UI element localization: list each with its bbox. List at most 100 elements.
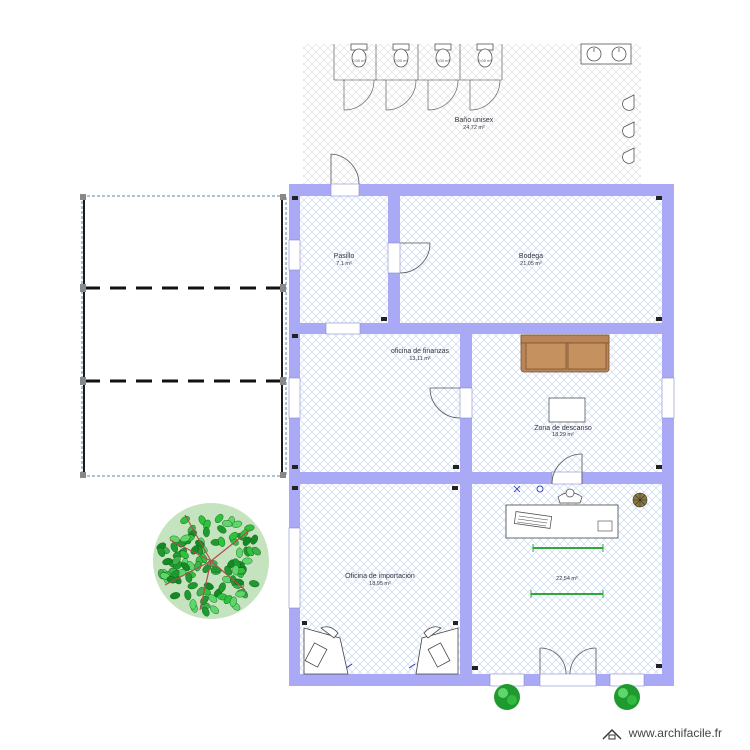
workstation-markers [302, 621, 458, 625]
room-label: Zona de descanso [534, 425, 592, 432]
tree-leaf [169, 592, 181, 600]
tree-leaf [235, 590, 246, 598]
door-opening [551, 471, 583, 485]
tree-leaf [242, 536, 252, 546]
tree-leaf [210, 605, 219, 615]
floor-bodega [400, 196, 662, 323]
tree-leaf [162, 558, 173, 566]
tree-leaf [187, 582, 198, 590]
room-area: 22,54 m² [556, 576, 578, 582]
room-label: Oficina de importación [345, 573, 415, 580]
room-oficina-importacion[interactable]: Oficina de importación 18,95 m² [345, 573, 415, 587]
switch-icon [345, 485, 544, 669]
watermark-text: www.archifacile.fr [628, 726, 722, 740]
coffee-table-icon [548, 397, 586, 423]
window [288, 377, 301, 419]
tree-leaf [242, 557, 253, 565]
plant-icon [632, 492, 648, 508]
barrier-icon [530, 544, 604, 598]
archifacile-watermark: www.archifacile.fr [602, 726, 722, 740]
tree-leaf [201, 606, 210, 617]
tree-leaf [224, 565, 233, 576]
tree-leaf [202, 526, 210, 538]
toilet-label: 0,00 m² [352, 58, 366, 63]
door-swings [330, 153, 597, 675]
door-opening [539, 673, 597, 687]
floor-finanzas [300, 334, 460, 472]
tree-leaf [166, 576, 177, 584]
room-area: 18,95 m² [369, 581, 391, 587]
tree-leaf [217, 525, 227, 534]
wall-right [662, 184, 674, 686]
chair-icon [557, 488, 583, 504]
workstation-icon [303, 626, 459, 675]
stall-doors [343, 79, 501, 111]
tree-leaf [249, 580, 260, 588]
wall-row1 [300, 323, 662, 334]
wall-center [460, 334, 472, 674]
room-oficina-finanzas[interactable]: oficina de finanzas 13,11 m² [391, 348, 449, 362]
window [288, 527, 301, 609]
room-oficina[interactable]: 22,54 m² [556, 576, 578, 582]
tree-leaf [250, 534, 258, 545]
room-area: 18,29 m² [552, 432, 574, 438]
room-label: Baño unisex [455, 117, 494, 124]
room-bano-unisex[interactable]: Baño unisex 24,72 m² 0,00 m² 0,00 m² 0,0… [303, 43, 641, 190]
openings [288, 183, 675, 687]
floors [300, 196, 662, 674]
room-area: 13,11 m² [409, 356, 430, 362]
room-pasillo[interactable]: Pasillo 7,1 m² [334, 253, 355, 267]
door-opening [459, 387, 473, 419]
sofa-icon [520, 334, 610, 373]
window [288, 239, 301, 271]
room-zona-descanso[interactable]: Zona de descanso 18,29 m² [534, 425, 592, 438]
urinal-icon [622, 94, 635, 164]
archifacile-logo-icon [602, 728, 622, 740]
tree-leaf [218, 582, 226, 593]
tree-leaf [180, 534, 191, 543]
floor-pasillo [300, 196, 388, 323]
tree-leaf [244, 524, 255, 532]
toilet-stalls [333, 44, 503, 81]
shrub-icon [494, 684, 640, 710]
toilet-label: 0,00 m² [436, 58, 450, 63]
room-bodega[interactable]: Bodega 21,05 m² [519, 253, 543, 267]
toilet-label: 0,00 m² [394, 58, 408, 63]
tree-leaf [214, 513, 224, 524]
door-opening [387, 242, 401, 274]
room-label: Pasillo [334, 253, 355, 260]
room-area: 24,72 m² [463, 125, 485, 131]
tree-leaf [236, 547, 243, 558]
tree-leaf [228, 532, 239, 541]
wall-markers [292, 196, 662, 670]
room-label: Bodega [519, 253, 543, 260]
tree-leaf [208, 594, 218, 603]
wall-top [289, 184, 674, 196]
toilet-label: 0,00 m² [478, 58, 492, 63]
window [661, 377, 675, 419]
room-area: 7,1 m² [336, 261, 352, 267]
tree-leaf [218, 536, 226, 547]
tree-leaf [170, 542, 178, 553]
tree-leaf [232, 565, 240, 576]
tree-icon [153, 503, 269, 619]
tree-leaf [189, 599, 197, 610]
wall-left [289, 184, 300, 686]
door-opening [330, 183, 360, 197]
wall-row2 [300, 472, 662, 484]
tree-leaf [179, 550, 189, 559]
toilet-icon [350, 43, 494, 68]
room-label: oficina de finanzas [391, 348, 449, 355]
desk-icon [505, 504, 619, 539]
pergola [80, 194, 287, 478]
door-opening [325, 322, 361, 335]
tree-leaf [184, 589, 192, 601]
tree-leaf [157, 547, 166, 557]
tree-leaf [251, 546, 261, 556]
room-area: 21,05 m² [520, 261, 542, 267]
tree-leaf [232, 520, 243, 528]
tree-leaf [229, 596, 237, 607]
tree-leaf [210, 566, 222, 574]
tree-leaf [172, 555, 181, 566]
